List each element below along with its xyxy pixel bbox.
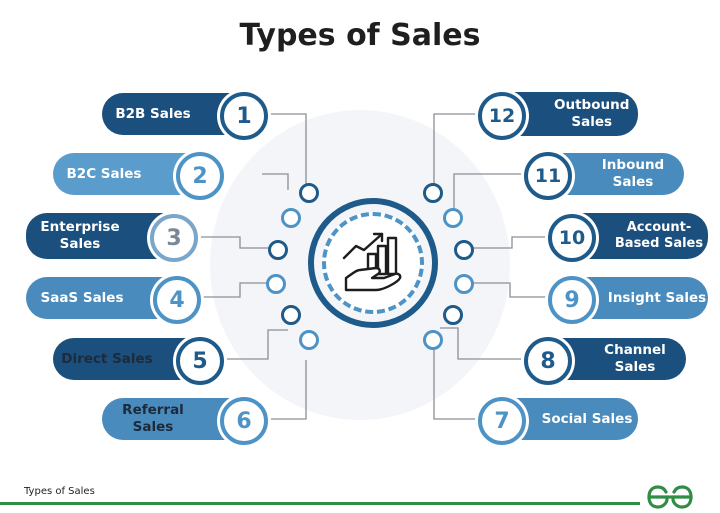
pill-label: Outbound Sales <box>554 97 630 130</box>
number-badge-1: 1 <box>220 92 268 140</box>
number-badge-9: 9 <box>548 276 596 324</box>
number-badge-5: 5 <box>176 337 224 385</box>
gfg-logo-icon <box>647 485 693 509</box>
footer-divider <box>0 502 640 505</box>
pill-label: Enterprise Sales <box>40 219 120 252</box>
pill-label: Direct Sales <box>61 350 153 367</box>
ring-node <box>454 274 474 294</box>
pill-label: Insight Sales <box>607 289 707 306</box>
number-badge-10: 10 <box>548 214 596 262</box>
ring-node <box>281 305 301 325</box>
ring-node <box>454 240 474 260</box>
number-badge-2: 2 <box>176 152 224 200</box>
pill-label: B2C Sales <box>66 165 142 182</box>
number-badge-6: 6 <box>220 397 268 445</box>
ring-node <box>299 330 319 350</box>
ring-node <box>268 240 288 260</box>
number-badge-3: 3 <box>150 214 198 262</box>
ring-node <box>443 208 463 228</box>
pill-label: Inbound Sales <box>601 157 665 190</box>
page-title: Types of Sales <box>239 18 481 53</box>
pill-label: Account-Based Sales <box>614 219 704 251</box>
growth-chart-hand-icon <box>342 232 402 292</box>
pill-label: SaaS Sales <box>40 289 124 306</box>
ring-node <box>423 183 443 203</box>
pill-label: Social Sales <box>541 410 633 427</box>
pill-label: Channel Sales <box>604 342 666 375</box>
ring-node <box>299 183 319 203</box>
number-badge-7: 7 <box>478 397 526 445</box>
ring-node <box>423 330 443 350</box>
pill-label: Referral Sales <box>122 402 184 435</box>
footer-caption: Types of Sales <box>24 486 95 497</box>
number-badge-8: 8 <box>524 337 572 385</box>
ring-node <box>281 208 301 228</box>
hub-ring <box>308 198 438 328</box>
ring-node <box>443 305 463 325</box>
number-badge-11: 11 <box>524 152 572 200</box>
number-badge-4: 4 <box>153 276 201 324</box>
number-badge-12: 12 <box>478 92 526 140</box>
pill-label: B2B Sales <box>115 105 191 122</box>
ring-node <box>266 274 286 294</box>
